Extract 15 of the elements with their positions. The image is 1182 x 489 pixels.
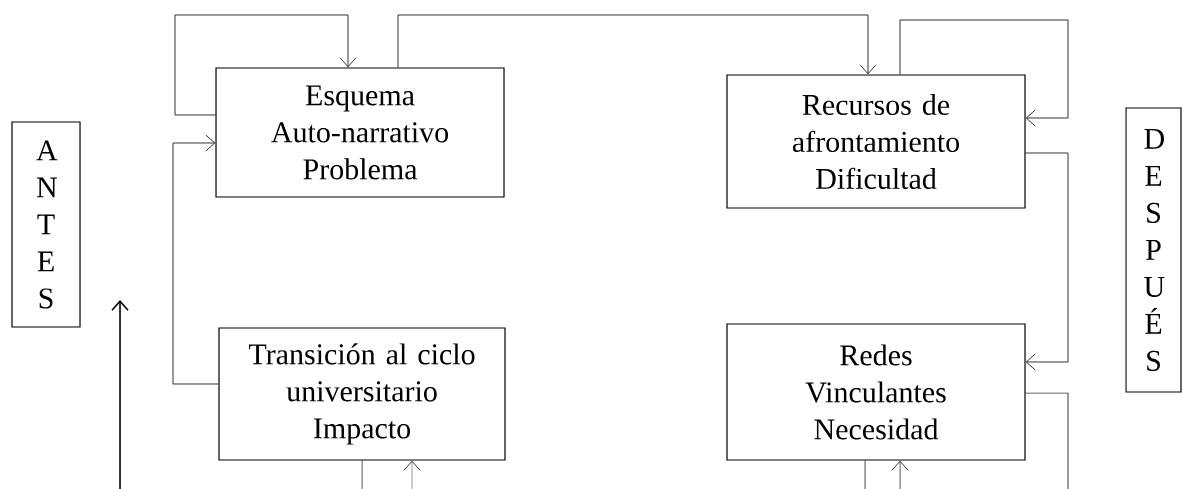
arrow — [174, 14, 357, 116]
connector-line — [361, 460, 363, 489]
arrow — [397, 14, 877, 75]
process-box: Esquema Auto-narrativo Problema — [215, 67, 505, 198]
arrow — [172, 134, 219, 385]
process-box: Recursos de afrontamiento Dificultad — [726, 74, 1026, 209]
process-box: Redes Vinculantes Necesidad — [726, 323, 1026, 461]
label-box: D E S P U É S — [1125, 107, 1182, 393]
arrow — [899, 19, 1069, 127]
arrow — [1025, 152, 1069, 371]
arrow — [891, 460, 909, 489]
connector-line — [864, 460, 866, 489]
label-box: A N T E S — [11, 121, 81, 328]
process-box: Transición al ciclo universitario Impacto — [218, 327, 506, 461]
connector-line — [1025, 392, 1069, 489]
